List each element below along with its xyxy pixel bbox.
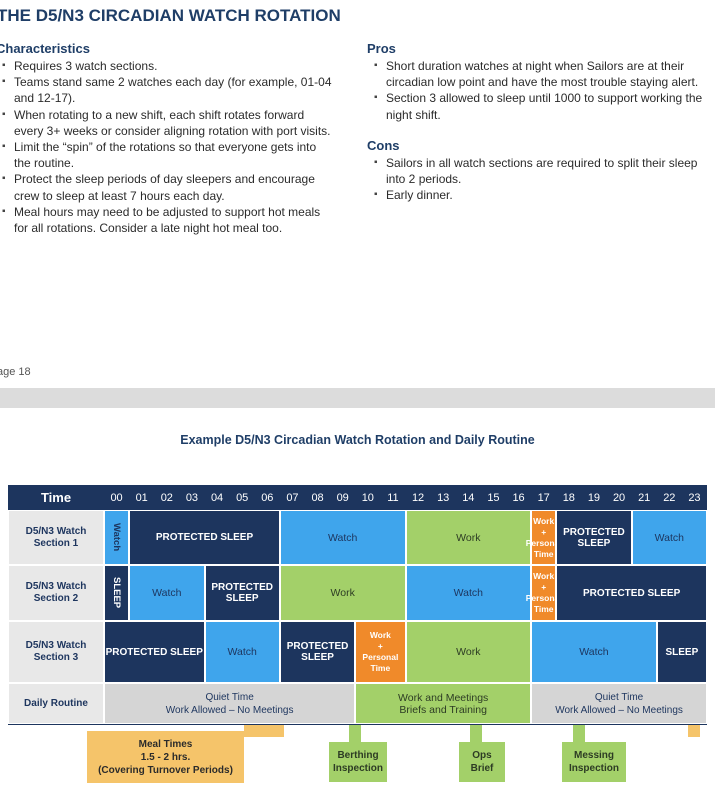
hour-label-08: 08 xyxy=(305,485,331,510)
list-item: When rotating to a new shift, each shift… xyxy=(2,107,332,139)
hour-label-03: 03 xyxy=(179,485,205,510)
schedule-block-sleep: SLEEP xyxy=(104,565,130,621)
hour-label-09: 09 xyxy=(330,485,356,510)
page-title: THE D5/N3 CIRCADIAN WATCH ROTATION xyxy=(0,6,341,25)
page-number: age 18 xyxy=(0,366,31,378)
hour-label-19: 19 xyxy=(581,485,607,510)
callout-berthing: Berthing Inspection xyxy=(329,742,387,782)
callout-meal-times: Meal Times 1.5 - 2 hrs. (Covering Turnov… xyxy=(87,731,244,783)
characteristics-list: Requires 3 watch sections. Teams stand s… xyxy=(2,58,332,236)
hour-label-01: 01 xyxy=(129,485,155,510)
hour-label-07: 07 xyxy=(279,485,305,510)
schedule-block-watch: Watch xyxy=(405,565,532,621)
cons-list: Sailors in all watch sections are requir… xyxy=(374,155,712,204)
schedule-block-watch: Watch xyxy=(204,621,280,683)
schedule-block-work: Work xyxy=(405,510,532,565)
row-label-section-3: D5/N3 Watch Section 3 xyxy=(8,621,104,683)
schedule-block-protected-sleep: PROTECTED SLEEP xyxy=(556,510,632,565)
list-item: Meal hours may need to be adjusted to su… xyxy=(2,204,332,236)
list-item: Early dinner. xyxy=(374,187,712,203)
characteristics-heading: Characteristics xyxy=(0,41,90,56)
callout-connector xyxy=(244,725,284,737)
cons-heading: Cons xyxy=(367,138,400,153)
schedule-block-sleep: SLEEP xyxy=(656,621,707,683)
schedule-block-work-personal-time: Work + Personal Time xyxy=(526,510,562,565)
hour-label-18: 18 xyxy=(556,485,582,510)
schedule-block-protected-sleep: PROTECTED SLEEP xyxy=(204,565,280,621)
schedule-block-work-personal-time: Work + Personal Time xyxy=(355,621,406,683)
list-item: Protect the sleep periods of day sleeper… xyxy=(2,171,332,203)
callout-connector xyxy=(349,725,361,742)
list-item: Short duration watches at night when Sai… xyxy=(374,58,712,90)
schedule-block-protected-sleep: PROTECTED SLEEP xyxy=(129,510,280,565)
figure-title: Example D5/N3 Circadian Watch Rotation a… xyxy=(180,433,535,447)
page-divider xyxy=(0,388,715,408)
daily-routine-label: Daily Routine xyxy=(8,683,104,724)
hour-label-04: 04 xyxy=(204,485,230,510)
routine-block-quiet-time: Quiet Time Work Allowed – No Meetings xyxy=(104,683,356,724)
routine-block-work-and-meetings: Work and Meetings Briefs and Training xyxy=(355,683,532,724)
hour-label-13: 13 xyxy=(430,485,456,510)
callout-connector xyxy=(470,725,482,742)
hour-label-11: 11 xyxy=(380,485,406,510)
hour-label-02: 02 xyxy=(154,485,180,510)
hour-label-23: 23 xyxy=(681,485,707,510)
callout-connector xyxy=(573,725,585,742)
hour-label-16: 16 xyxy=(506,485,532,510)
pros-heading: Pros xyxy=(367,41,396,56)
list-item: Section 3 allowed to sleep until 1000 to… xyxy=(374,90,712,122)
routine-block-quiet-time: Quiet Time Work Allowed – No Meetings xyxy=(531,683,707,724)
list-item: Limit the “spin” of the rotations so tha… xyxy=(2,139,332,171)
row-label-section-2: D5/N3 Watch Section 2 xyxy=(8,565,104,621)
callout-connector xyxy=(688,725,700,737)
pros-list: Short duration watches at night when Sai… xyxy=(374,58,712,123)
schedule-block-protected-sleep: PROTECTED SLEEP xyxy=(556,565,707,621)
schedule-block-work: Work xyxy=(279,565,406,621)
schedule-block-watch: Watch xyxy=(104,510,130,565)
hour-label-12: 12 xyxy=(405,485,431,510)
schedule-block-watch: Watch xyxy=(631,510,707,565)
hour-label-20: 20 xyxy=(606,485,632,510)
hour-label-22: 22 xyxy=(656,485,682,510)
row-label-section-1: D5/N3 Watch Section 1 xyxy=(8,510,104,565)
schedule-block-watch: Watch xyxy=(531,621,657,683)
callout-ops: Ops Brief xyxy=(459,742,505,782)
time-header: Time xyxy=(8,485,104,510)
schedule-block-watch: Watch xyxy=(279,510,406,565)
list-item: Teams stand same 2 watches each day (for… xyxy=(2,74,332,106)
hour-label-05: 05 xyxy=(229,485,255,510)
schedule-block-protected-sleep: PROTECTED SLEEP xyxy=(279,621,356,683)
callout-messing: Messing Inspection xyxy=(562,742,626,782)
hour-label-06: 06 xyxy=(254,485,280,510)
schedule-block-work-personal-time: Work + Personal Time xyxy=(526,565,562,621)
hour-label-15: 15 xyxy=(480,485,506,510)
list-item: Requires 3 watch sections. xyxy=(2,58,332,74)
schedule-block-work: Work xyxy=(405,621,532,683)
list-item: Sailors in all watch sections are requir… xyxy=(374,155,712,187)
hour-label-21: 21 xyxy=(631,485,657,510)
schedule-block-protected-sleep: PROTECTED SLEEP xyxy=(104,621,205,683)
hour-label-14: 14 xyxy=(455,485,481,510)
hour-label-00: 00 xyxy=(104,485,130,510)
schedule-block-watch: Watch xyxy=(129,565,205,621)
hour-label-17: 17 xyxy=(531,485,557,510)
hour-label-10: 10 xyxy=(355,485,381,510)
